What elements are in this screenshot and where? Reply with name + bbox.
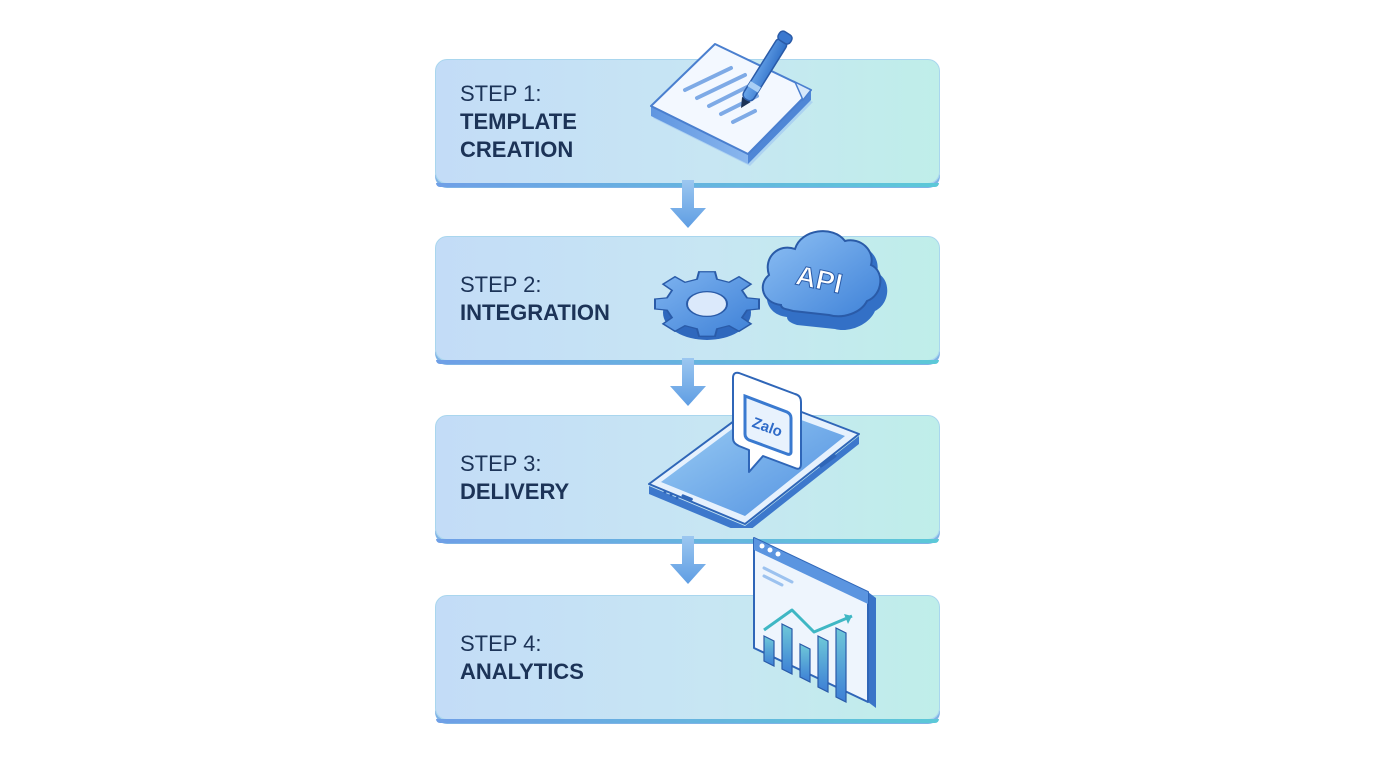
step-2-title: INTEGRATION <box>460 299 610 325</box>
api-cloud-icon: API <box>761 230 888 331</box>
arrow-down-2 <box>670 358 706 406</box>
step-1-text: STEP 1: TEMPLATE CREATION <box>460 80 577 164</box>
step-1-title-line-2: CREATION <box>460 136 574 162</box>
step-1-title-line-1: TEMPLATE <box>460 108 577 134</box>
document-pen-icon <box>650 30 813 166</box>
step-1-number: STEP 1: <box>460 80 542 106</box>
step-4-text: STEP 4: ANALYTICS <box>460 630 584 686</box>
step-3-title: DELIVERY <box>460 478 570 504</box>
step-4-title: ANALYTICS <box>460 658 584 684</box>
gear-icon <box>654 271 760 340</box>
step-3-text: STEP 3: DELIVERY <box>460 450 569 506</box>
zalo-bubble-icon: Zalo <box>732 371 802 473</box>
step-2-number: STEP 2: <box>460 271 542 297</box>
step-2-text: STEP 2: INTEGRATION <box>460 271 610 327</box>
arrow-down-3 <box>670 536 706 584</box>
analytics-chart-icon <box>753 537 876 708</box>
step-4-number: STEP 4: <box>460 630 542 656</box>
step-3-number: STEP 3: <box>460 450 542 476</box>
arrow-down-1 <box>670 180 706 228</box>
phone-icon: Zalo <box>648 371 860 528</box>
cloud-api-label: API <box>793 260 845 300</box>
